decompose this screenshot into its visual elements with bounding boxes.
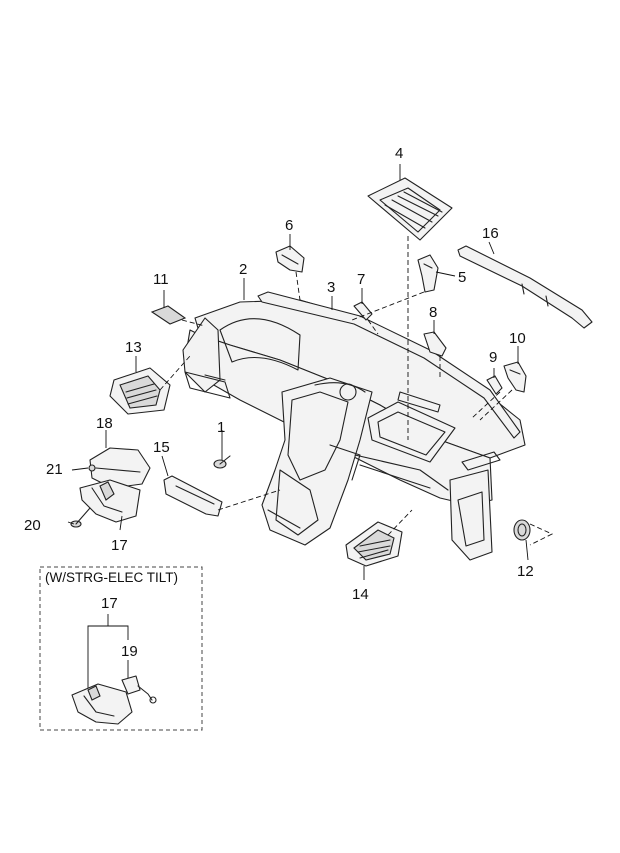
- center-support-structure: [261, 377, 449, 546]
- callout-8: 8: [429, 304, 437, 321]
- upper-shroud-18: [89, 447, 151, 489]
- callout-15: 15: [153, 439, 170, 456]
- callout-7: 7: [357, 271, 365, 288]
- callout-17-inset: 17: [101, 595, 118, 612]
- lower-shroud-17: [79, 479, 141, 523]
- trim-strip-3: [257, 291, 521, 439]
- callout-2: 2: [239, 261, 247, 278]
- callout-18: 18: [96, 415, 113, 432]
- screw-21: [88, 464, 96, 472]
- leader-lines: [67, 164, 529, 580]
- callout-9: 9: [489, 349, 497, 366]
- clip-9: [486, 375, 503, 395]
- callout-1: 1: [217, 419, 225, 436]
- callout-6: 6: [285, 217, 293, 234]
- bracket-15: [163, 475, 223, 517]
- callout-21: 21: [46, 461, 63, 478]
- side-vent-13: [109, 367, 171, 415]
- callout-labels: 1 2 3 4 5 6 7 8 9 10 11 12 13 14 15 16 1…: [24, 145, 534, 660]
- callout-13: 13: [125, 339, 142, 356]
- callout-19: 19: [121, 643, 138, 660]
- callout-11: 11: [153, 271, 169, 288]
- inset-variant-box: (W/STRG-ELEC TILT) 17: [39, 566, 203, 731]
- clip-11: [150, 305, 187, 325]
- center-vent-14: [345, 521, 403, 567]
- callout-17: 17: [111, 537, 128, 554]
- screw-1: [213, 455, 231, 469]
- callout-10: 10: [509, 330, 526, 347]
- clip-7: [353, 301, 373, 321]
- callout-4: 4: [395, 145, 403, 162]
- screw-20: [70, 507, 91, 528]
- callout-14: 14: [352, 586, 369, 603]
- callout-16: 16: [482, 225, 499, 242]
- callout-5: 5: [458, 269, 466, 286]
- assembly-dashed-lines: [159, 236, 554, 546]
- callout-12: 12: [517, 563, 534, 580]
- inset-title: (W/STRG-ELEC TILT): [45, 570, 178, 585]
- callout-20: 20: [24, 517, 41, 534]
- callout-3: 3: [327, 279, 335, 296]
- bracket-5: [417, 254, 439, 293]
- clip-8: [423, 331, 447, 357]
- molding-16: [457, 245, 593, 329]
- bracket-10: [503, 361, 527, 393]
- switch-12: [513, 519, 531, 541]
- defrost-grille-4: [367, 177, 453, 241]
